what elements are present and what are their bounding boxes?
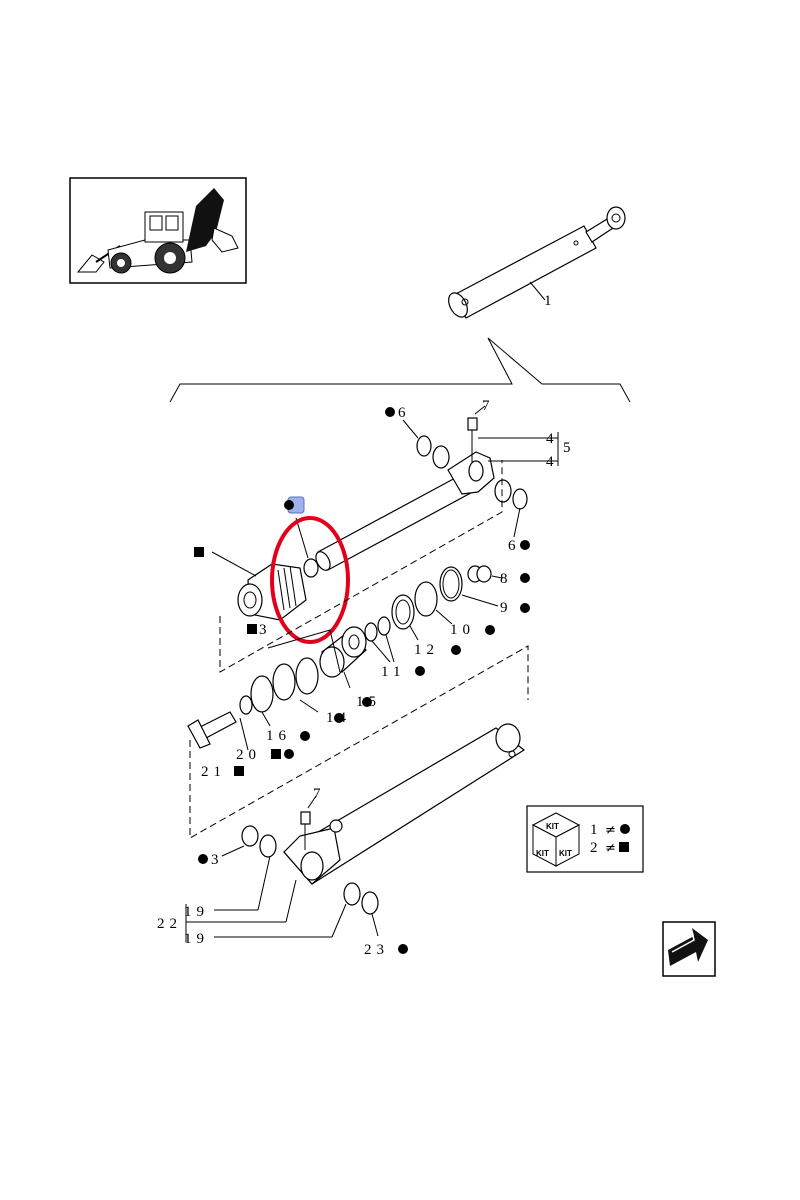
callout-6-top: 6 [398, 405, 411, 421]
callout-7-top: 7 [482, 398, 495, 414]
highlight-ellipse [270, 516, 350, 644]
callout-19-lower: 19 [184, 931, 209, 947]
callout-4-lower: 4 [546, 454, 559, 470]
kit-right-label: KIT [559, 849, 572, 858]
dashed-frame-lower [189, 645, 529, 839]
bolt: 20 21 [187, 711, 294, 780]
callout-3-bushing: 3 [211, 852, 224, 868]
kit-row2-number: 2 [590, 840, 603, 856]
selection-marker-dot [284, 500, 294, 510]
callout-11: 11 [381, 664, 405, 680]
kit-left-label: KIT [536, 849, 549, 858]
seal-10: 10 [414, 581, 495, 638]
kit-row2-symbol: ≠ [605, 841, 629, 856]
dashed-frame-upper [219, 460, 503, 673]
grease-nipple-bottom: 7 [300, 786, 326, 850]
callout-22: 22 [157, 916, 182, 932]
bushing-6-top: 6 [385, 405, 450, 469]
next-page-arrow-icon[interactable] [662, 921, 716, 977]
cylinder-overview: 1 [448, 206, 626, 319]
callout-8: 8 [500, 571, 513, 587]
callout-16: 16 [266, 728, 291, 744]
callout-22-19-group: 19 22 19 [157, 855, 347, 947]
callout-4-5-group: 4 5 4 [478, 431, 576, 470]
callout-19-upper: 19 [184, 904, 209, 920]
callout-6-right: 6 [508, 538, 521, 554]
seal-16: 16 [239, 675, 310, 744]
machine-thumbnail[interactable] [69, 177, 247, 284]
callout-21: 21 [201, 764, 226, 780]
expansion-bracket [169, 337, 631, 403]
bushing-6-right: 6 [494, 479, 530, 554]
kit-top-label: KIT [546, 822, 559, 831]
callout-10: 10 [450, 622, 475, 638]
grease-nipple-top: 7 [467, 398, 495, 462]
seal-11: 11 [364, 616, 425, 680]
svg-text:≠: ≠ [605, 841, 616, 856]
small-seal [303, 558, 319, 578]
callout-5: 5 [563, 440, 576, 456]
backhoe-loader-icon [76, 188, 239, 274]
callout-9: 9 [500, 600, 513, 616]
kit-box-icon: KIT KIT KIT [531, 812, 581, 867]
kit-row1-symbol: ≠ [605, 823, 630, 838]
gland: 3 [194, 547, 307, 638]
bushing-3: 3 [198, 825, 277, 868]
seal-8: 8 [467, 565, 530, 587]
callout-1: 1 [544, 293, 557, 309]
bushing-23: 23 [343, 882, 408, 958]
callout-7-bottom: 7 [313, 786, 326, 802]
seal-14: 14 [272, 657, 346, 726]
svg-text:≠: ≠ [605, 823, 616, 838]
callout-3-gland: 3 [259, 622, 272, 638]
callout-4-upper: 4 [546, 431, 559, 447]
callout-20: 20 [236, 747, 261, 763]
kit-legend: KIT KIT KIT 1 ≠ 2 ≠ [526, 805, 644, 873]
seal-9: 9 [439, 566, 530, 616]
piston: 15 [319, 626, 376, 710]
callout-23: 23 [364, 942, 389, 958]
seal-frame [267, 629, 341, 673]
seal-12: 12 [391, 594, 461, 658]
barrel [283, 723, 526, 885]
piston-rod [315, 451, 495, 571]
kit-row1-number: 1 [590, 822, 603, 838]
callout-12: 12 [414, 642, 439, 658]
